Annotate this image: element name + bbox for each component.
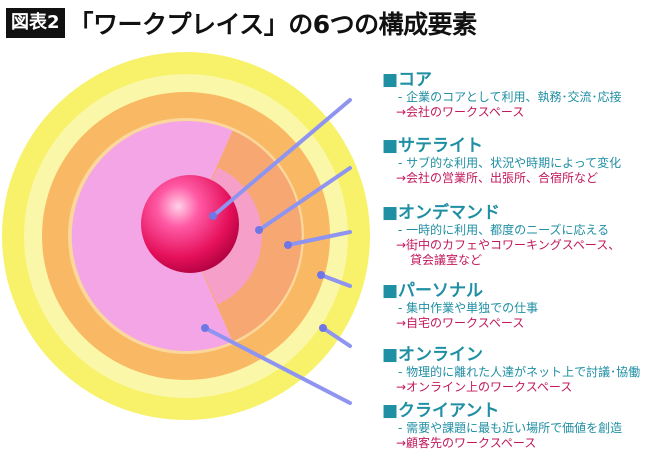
item-place-ondemand: →街中のカフェやコワーキングスペース、	[396, 238, 621, 252]
item-place-satellite: →会社の営業所、出張所、合宿所など	[396, 171, 599, 185]
item-desc-personal: - 集中作業や単独での仕事	[398, 301, 539, 315]
pointer-personal	[319, 273, 352, 288]
item-desc-ondemand: - 一時的に利用、都度のニーズに応える	[398, 223, 610, 237]
legend-item-client: ■クライアント - 需要や課題に最も近い場所で価値を創造 →顧客先のワークスペー…	[382, 401, 622, 451]
item-title-satellite: ■サテライト	[382, 136, 484, 156]
legend-item-online: ■オンライン - 物理的に離れた人達がネット上で討議･協働 →オンライン上のワー…	[382, 345, 640, 395]
item-desc-online: - 物理的に離れた人達がネット上で討議･協働	[398, 365, 641, 379]
pointer-dot-ondemand	[284, 241, 292, 249]
pointer-dot-personal	[317, 271, 325, 279]
item-desc-core: - 企業のコアとして利用、執務･交流･応接	[398, 90, 622, 104]
figure-title: 図表2 「ワークプレイス」の6つの構成要素	[6, 6, 477, 40]
pointer-satellite	[257, 166, 352, 232]
item-title-ondemand: ■オンデマンド	[382, 203, 501, 223]
item-place-online: →オンライン上のワークスペース	[396, 380, 573, 394]
legend-item-satellite: ■サテライト - サブ的な利用、状況や時期によって変化 →会社の営業所、出張所、…	[382, 136, 621, 186]
item-place-client: →顧客先のワークスペース	[396, 436, 537, 450]
item-place-core: →会社のワークスペース	[396, 105, 525, 119]
core-sphere	[141, 175, 239, 273]
item-place-personal: →自宅のワークスペース	[396, 316, 525, 330]
pointer-dot-client	[201, 324, 209, 332]
item-desc-satellite: - サブ的な利用、状況や時期によって変化	[398, 156, 622, 170]
item-title-core: ■コア	[382, 70, 433, 90]
pointer-online	[321, 326, 352, 348]
pointer-dot-satellite	[255, 226, 263, 234]
item-title-client: ■クライアント	[382, 401, 500, 421]
pointer-client	[203, 326, 352, 405]
item-place-ondemand-cont: 貸会議室など	[410, 253, 483, 267]
page-title: 「ワークプレイス」の6つの構成要素	[68, 10, 478, 39]
pointer-dot-online	[319, 324, 327, 332]
item-title-online: ■オンライン	[382, 345, 484, 365]
item-title-personal: ■パーソナル	[382, 281, 484, 301]
item-desc-client: - 需要や課題に最も近い場所で価値を創造	[398, 421, 623, 435]
pointer-dot-core	[209, 212, 217, 220]
pointer-core	[211, 98, 352, 218]
legend-item-personal: ■パーソナル - 集中作業や単独での仕事 →自宅のワークスペース	[382, 281, 538, 331]
legend-item-core: ■コア - 企業のコアとして利用、執務･交流･応接 →会社のワークスペース	[382, 70, 622, 120]
legend-item-ondemand: ■オンデマンド - 一時的に利用、都度のニーズに応える →街中のカフェやコワーキ…	[382, 203, 620, 268]
figure-badge: 図表2	[6, 8, 65, 38]
pointer-ondemand	[286, 230, 352, 247]
